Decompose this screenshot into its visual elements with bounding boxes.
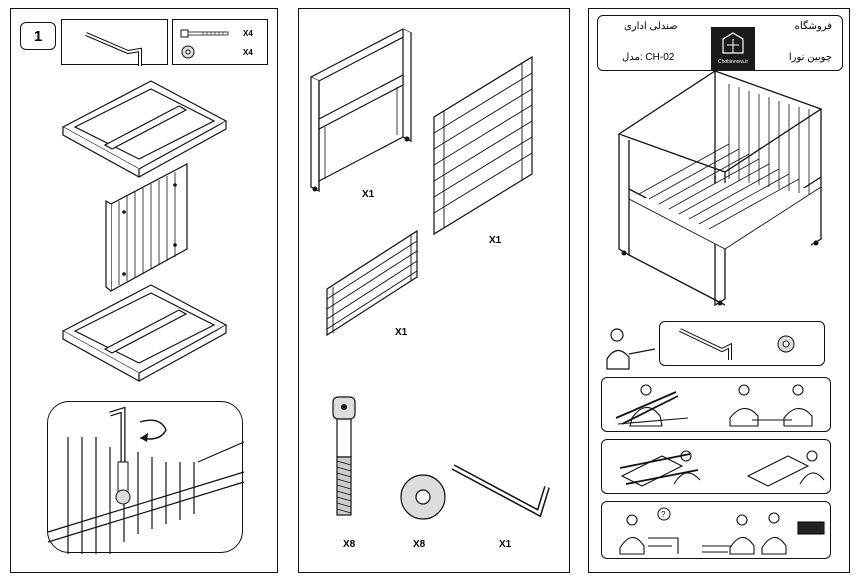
warning-two-people-box: [601, 377, 831, 432]
step-number-badge: 1: [20, 22, 56, 50]
washer-quantity-total: X8: [413, 539, 426, 550]
logo-text: Chobinnora.ir: [717, 59, 749, 65]
exploded-assembly-drawing: [61, 80, 228, 383]
shop-line-2: چوبین نورا: [788, 52, 832, 63]
header-box: صندلی اداری مدل: CH-02 فروشگاه چوبین نور…: [597, 15, 843, 71]
parts-list-panel: X1 X1 X1 X8 X8 X1: [298, 8, 570, 573]
washer-quantity: X4: [243, 48, 253, 57]
side-frame-quantity: X1: [362, 189, 375, 200]
question-icon: ?: [657, 507, 671, 521]
product-name: صندلی اداری: [624, 21, 678, 32]
back-panel-quantity: X1: [489, 235, 502, 246]
washer-icon: [181, 45, 195, 59]
bolt-quantity-total: X8: [343, 539, 356, 550]
tools-needed-box: [659, 321, 825, 366]
bolt-quantity: X4: [243, 29, 253, 38]
washer-icon: [777, 335, 795, 353]
seat-slats-quantity: X1: [395, 327, 408, 338]
brand-logo: Chobinnora.ir: [711, 27, 755, 71]
svg-text:?: ?: [661, 510, 666, 519]
chair-illustration: [617, 70, 823, 307]
tool-box: [61, 19, 168, 66]
bolt-icon: [180, 29, 229, 38]
cover-panel: صندلی اداری مدل: CH-02 فروشگاه چوبین نور…: [588, 8, 850, 573]
rotate-arrow-icon: [139, 419, 167, 442]
hex-key-icon: [109, 406, 126, 462]
warning-surface-box: [601, 439, 831, 494]
hex-key-icon: [85, 32, 142, 66]
help-contact-box: ?: [601, 501, 831, 559]
hardware-box: X4 X4: [172, 19, 268, 65]
parts-drawing: [309, 28, 550, 520]
detail-callout: [47, 401, 245, 554]
hex-key-icon: [679, 328, 732, 360]
shop-line-1: فروشگاه: [794, 21, 832, 32]
instruction-person-figure: [606, 328, 656, 370]
hex-key-quantity: X1: [499, 539, 512, 550]
model-label: مدل: CH-02: [622, 52, 675, 63]
step-1-panel: 1 X4 X4: [10, 8, 278, 573]
bolt-icon: [115, 461, 131, 505]
